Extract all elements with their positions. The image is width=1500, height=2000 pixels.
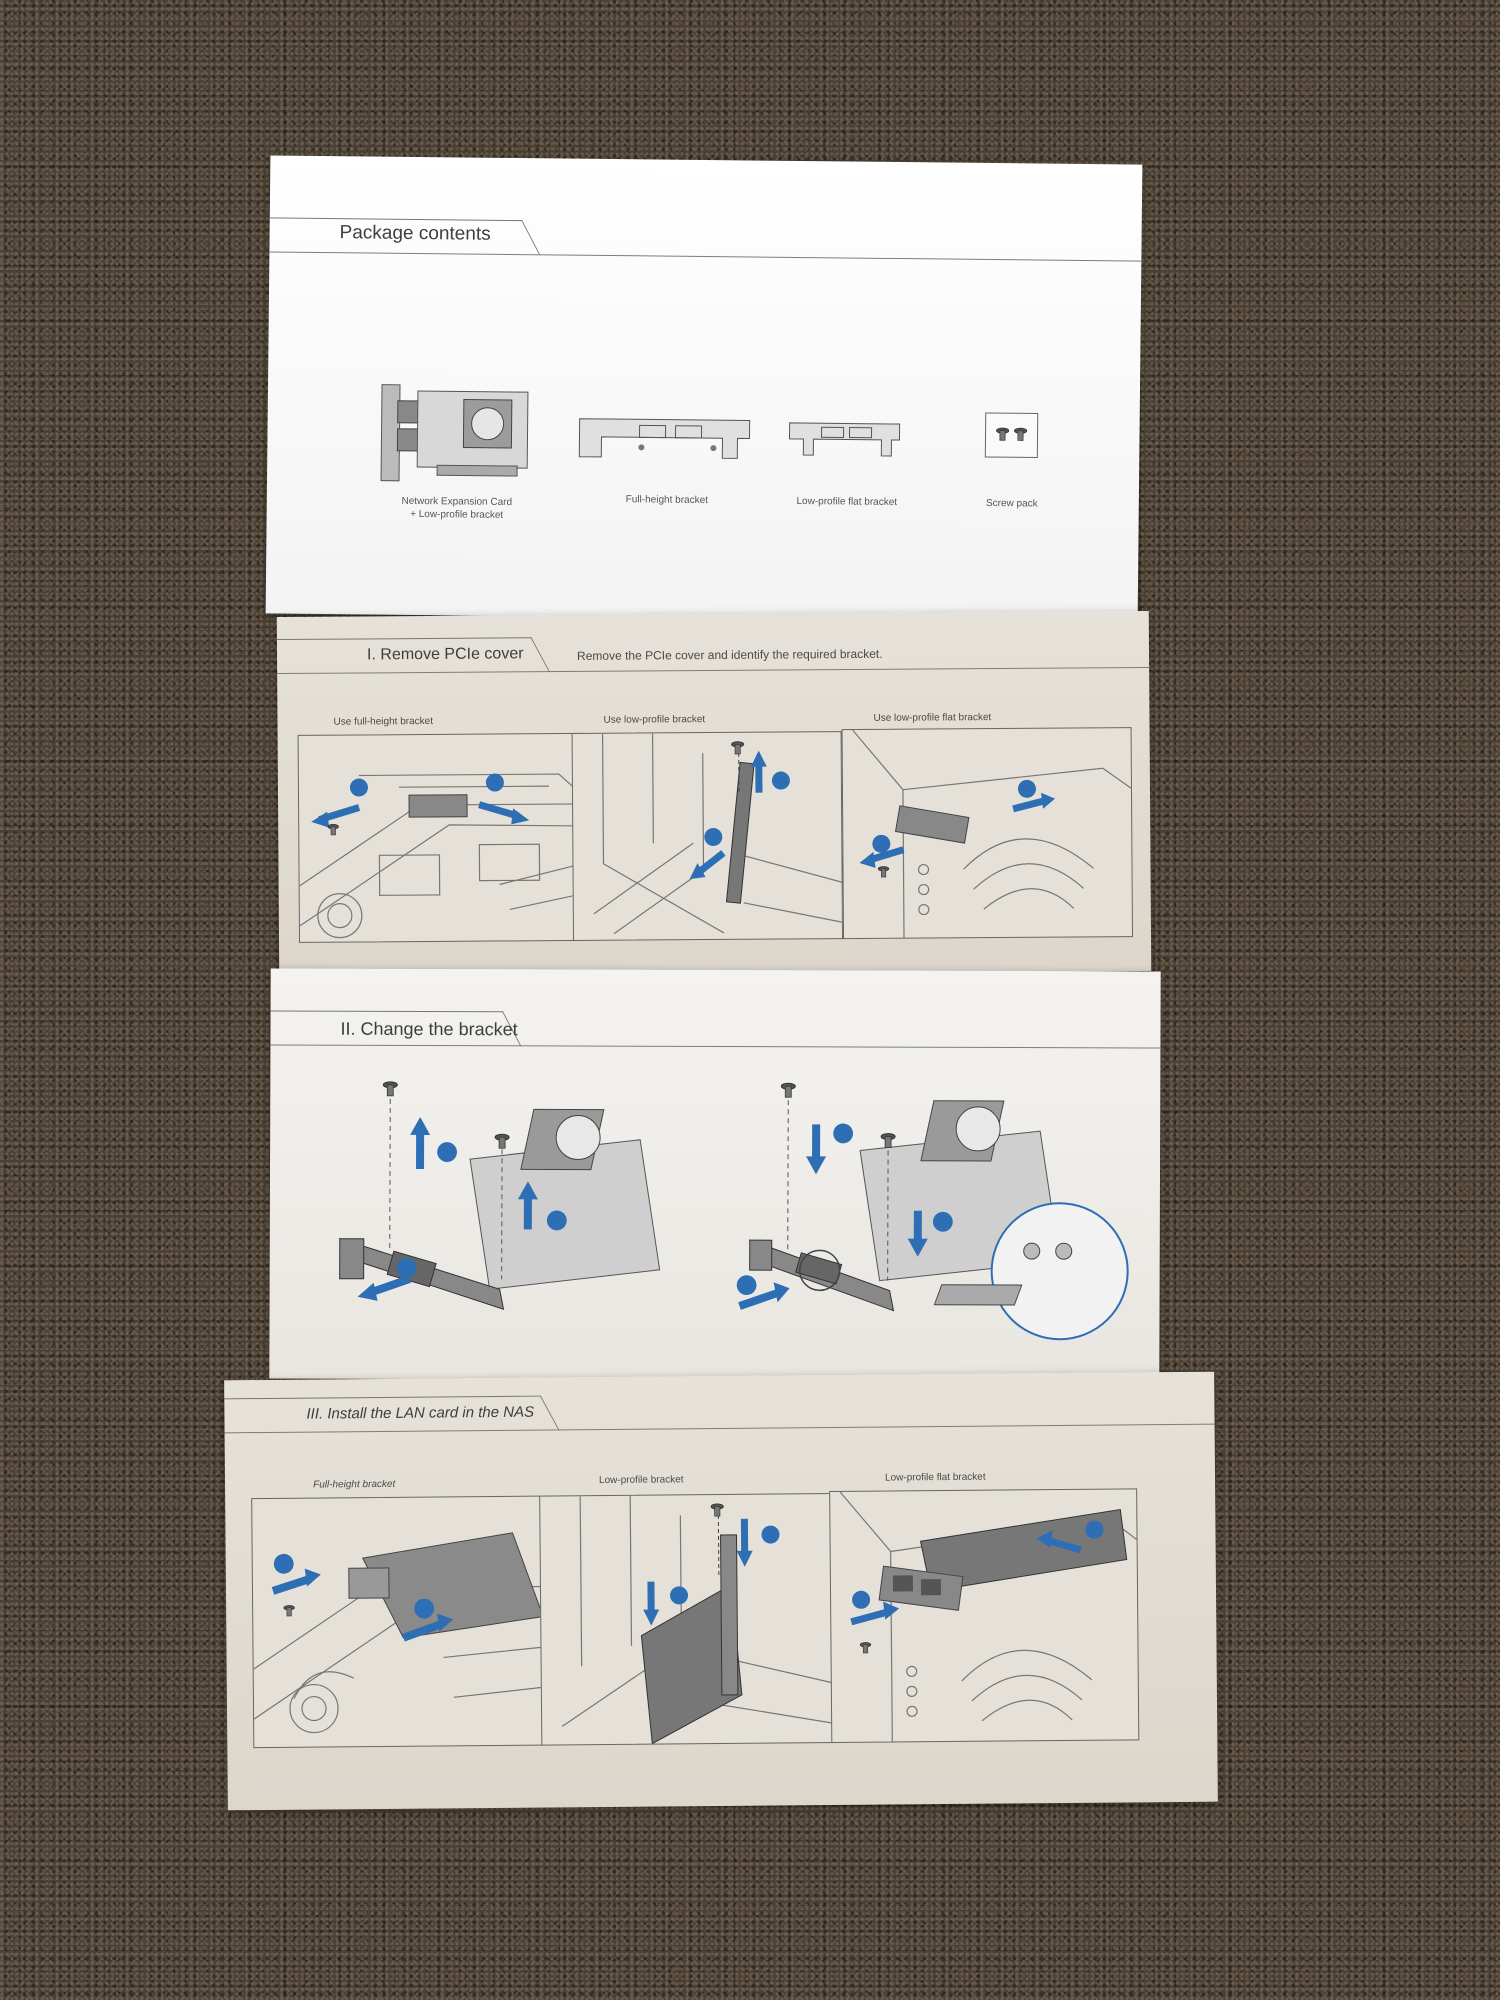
step1-panel-label: Use low-profile bracket	[603, 714, 706, 726]
network-card-figure	[377, 377, 538, 489]
step2-panel: II. Change the bracket	[269, 968, 1161, 1382]
step2-title: II. Change the bracket	[340, 1018, 518, 1040]
step1-instruction: Remove the PCIe cover and identify the r…	[576, 646, 883, 663]
step1-panel-label: Use full-height bracket	[333, 715, 434, 728]
step3-panel-label: Low-profile bracket	[598, 1474, 684, 1487]
package-contents-title: Package contents	[339, 222, 491, 245]
step3-panel: III. Install the LAN card in the NAS Ful…	[224, 1371, 1218, 1811]
step1-title: I. Remove PCIe cover	[366, 645, 524, 664]
package-contents-panel: Package contents Network Expansion Card …	[265, 155, 1143, 623]
step1-panel-label: Use low-profile flat bracket	[873, 712, 992, 724]
step3-title: III. Install the LAN card in the NAS	[306, 1403, 535, 1423]
step3-scene-full-height	[251, 1495, 552, 1749]
step3-scene-low-profile-flat	[829, 1488, 1140, 1744]
step1-scene-low-profile	[571, 731, 844, 941]
step1-panel: I. Remove PCIe cover Remove the PCIe cov…	[276, 610, 1152, 978]
screw-pack-figure	[983, 411, 1039, 460]
low-profile-flat-bracket-figure	[787, 413, 908, 469]
full-height-bracket-figure	[577, 409, 758, 471]
step3-scene-low-profile	[539, 1492, 840, 1746]
step2-attach-bracket-figure	[719, 1070, 1140, 1351]
step2-remove-bracket-figure	[319, 1079, 670, 1340]
item-caption: Network Expansion Card + Low-profile bra…	[401, 495, 513, 521]
step1-scene-low-profile-flat	[841, 727, 1134, 940]
item-caption: Full-height bracket	[625, 494, 709, 507]
item-caption: Low-profile flat bracket	[796, 495, 898, 509]
step3-panel-label: Full-height bracket	[313, 1478, 396, 1491]
item-caption: Screw pack	[985, 497, 1038, 510]
step1-scene-full-height	[297, 732, 584, 943]
step3-panel-label: Low-profile flat bracket	[884, 1471, 986, 1484]
